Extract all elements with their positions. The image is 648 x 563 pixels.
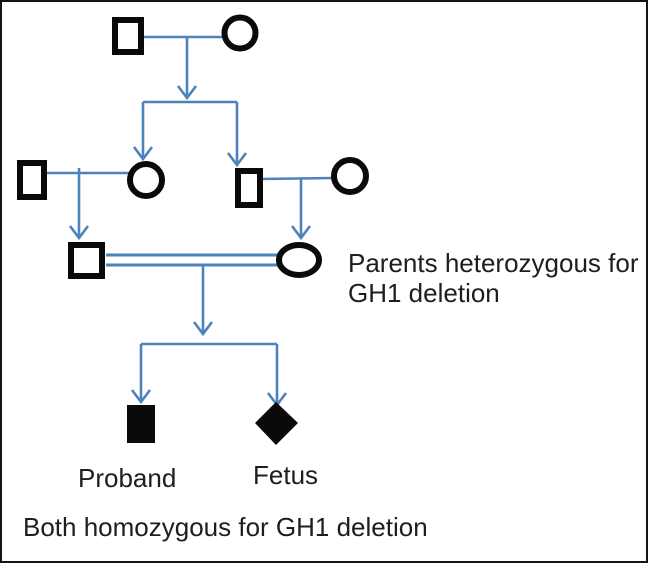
- arrowhead-gen2-left: [132, 146, 154, 162]
- arrowhead-gen3-descent: [192, 321, 214, 337]
- gen2-right-wife-circle: [331, 157, 369, 195]
- gen1-mother-circle: [221, 14, 259, 52]
- parents-heterozygous-note: Parents heterozygous for GH1 deletion: [348, 248, 639, 308]
- proband-filled-square: [127, 405, 155, 443]
- arrowhead-gen2-right: [226, 152, 248, 168]
- proband-label: Proband: [78, 463, 177, 493]
- fetus-label: Fetus: [253, 460, 319, 490]
- gen2-right-union-line: [259, 176, 335, 181]
- gen3-mother-circle: [276, 242, 322, 278]
- arrowhead-proband: [130, 389, 152, 405]
- arrowhead-gen1-descent: [176, 85, 198, 101]
- gen1-father-square: [112, 17, 144, 55]
- fetus-filled-diamond: [255, 402, 298, 445]
- arrowhead-gen3-mother: [290, 225, 312, 241]
- homozygous-note: Both homozygous for GH1 deletion: [23, 512, 428, 542]
- arrowhead-gen3-father: [68, 225, 90, 241]
- parents-note-line-1: Parents heterozygous for: [348, 248, 639, 278]
- gen2-left-husband-square: [17, 160, 47, 200]
- parents-note-line-2: GH1 deletion: [348, 278, 500, 308]
- gen2-right-husband-square: [235, 168, 263, 208]
- gen2-left-wife-circle: [127, 161, 165, 199]
- gen3-father-square: [68, 242, 105, 279]
